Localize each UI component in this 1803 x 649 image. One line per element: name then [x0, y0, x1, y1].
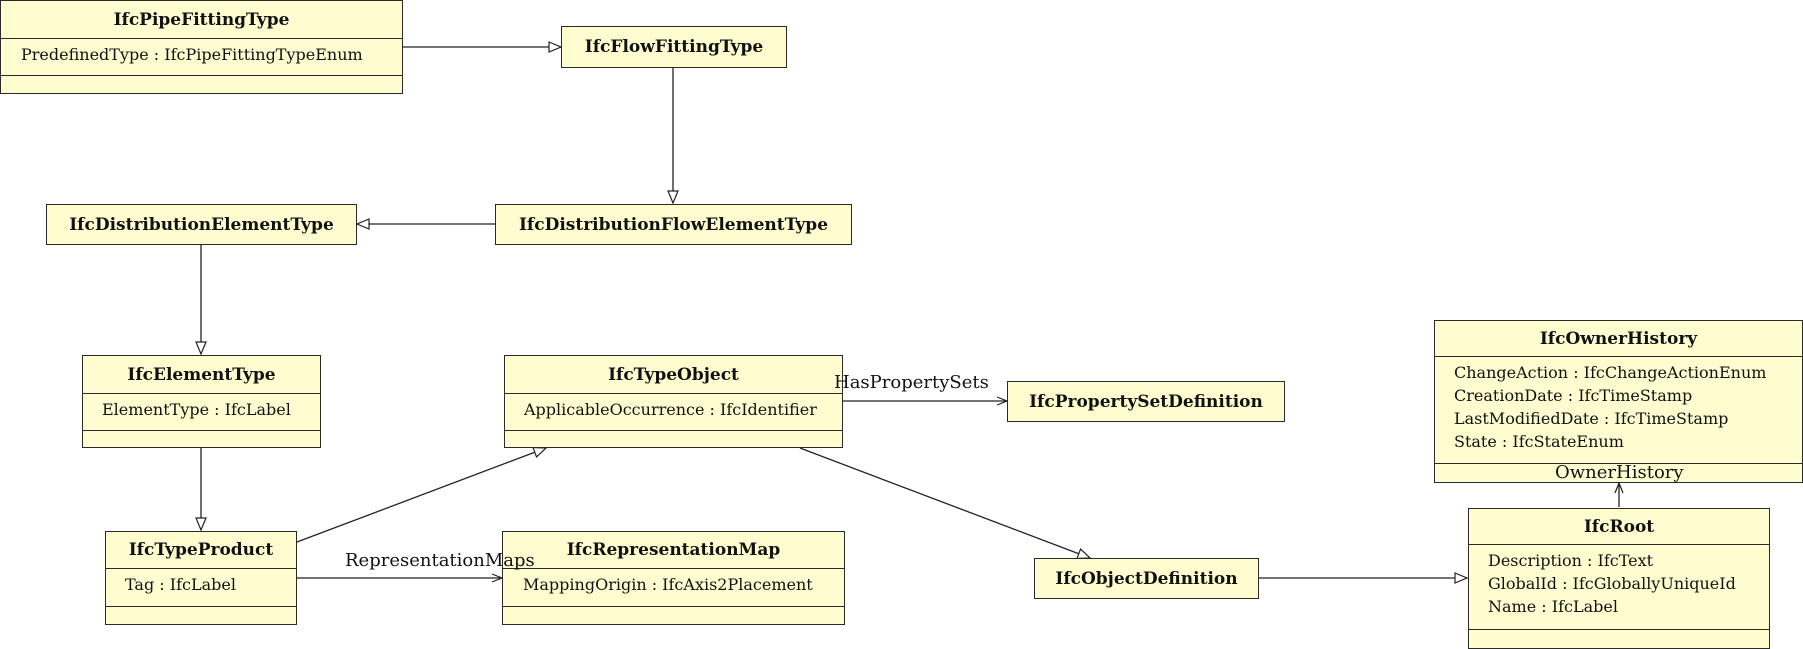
class-operations	[1, 75, 402, 94]
class-name: IfcElementType	[127, 364, 276, 385]
class-name: IfcTypeProduct	[128, 540, 274, 560]
label-representation-maps: RepresentationMaps	[345, 550, 535, 571]
class-attributes: Tag : IfcLabel	[106, 568, 296, 606]
class-name: IfcPropertySetDefinition	[1029, 391, 1263, 412]
class-ifc-root: IfcRoot Description : IfcText GlobalId :…	[1468, 508, 1770, 649]
gen-typeobject-to-objectdefinition	[799, 447, 1090, 558]
class-ifc-element-type: IfcElementType ElementType : IfcLabel	[82, 355, 321, 448]
attribute: ElementType : IfcLabel	[102, 400, 291, 419]
attribute: PredefinedType : IfcPipeFittingTypeEnum	[21, 45, 363, 64]
class-ifc-type-product: IfcTypeProduct Tag : IfcLabel	[105, 531, 297, 625]
class-ifc-flow-fitting-type: IfcFlowFittingType	[561, 26, 787, 68]
class-ifc-representation-map: IfcRepresentationMap MappingOrigin : Ifc…	[502, 531, 845, 625]
gen-typeproduct-to-typeobject	[296, 448, 546, 543]
class-attributes: PredefinedType : IfcPipeFittingTypeEnum	[1, 38, 402, 75]
label-has-property-sets: HasPropertySets	[834, 372, 989, 393]
class-name: IfcTypeObject	[608, 364, 739, 385]
attribute: ChangeAction : IfcChangeActionEnum	[1454, 363, 1767, 382]
attribute: GlobalId : IfcGloballyUniqueId	[1488, 574, 1736, 593]
class-operations	[83, 430, 320, 448]
class-attributes: Description : IfcText GlobalId : IfcGlob…	[1469, 544, 1769, 629]
class-ifc-distribution-flow-element-type: IfcDistributionFlowElementType	[495, 204, 852, 245]
class-name: IfcPipeFittingType	[113, 9, 290, 30]
attribute: Tag : IfcLabel	[125, 575, 236, 594]
attribute: CreationDate : IfcTimeStamp	[1454, 386, 1693, 405]
attribute: MappingOrigin : IfcAxis2Placement	[523, 575, 813, 594]
class-name: IfcDistributionElementType	[69, 214, 334, 235]
class-operations	[505, 430, 842, 448]
label-owner-history: OwnerHistory	[1555, 462, 1684, 483]
attribute: LastModifiedDate : IfcTimeStamp	[1454, 409, 1729, 428]
class-operations	[1435, 463, 1802, 482]
class-name: IfcOwnerHistory	[1539, 328, 1698, 349]
class-attributes: ChangeAction : IfcChangeActionEnum Creat…	[1435, 356, 1802, 463]
class-operations	[1469, 629, 1769, 648]
class-name: IfcRoot	[1583, 516, 1655, 537]
class-ifc-owner-history: IfcOwnerHistory ChangeAction : IfcChange…	[1434, 320, 1803, 483]
class-attributes: ElementType : IfcLabel	[83, 393, 320, 430]
class-ifc-distribution-element-type: IfcDistributionElementType	[46, 204, 357, 245]
class-ifc-type-object: IfcTypeObject ApplicableOccurrence : Ifc…	[504, 355, 843, 448]
class-operations	[503, 606, 844, 625]
class-ifc-pipe-fitting-type: IfcPipeFittingType PredefinedType : IfcP…	[0, 0, 403, 94]
class-ifc-property-set-definition: IfcPropertySetDefinition	[1007, 381, 1285, 422]
class-ifc-object-definition: IfcObjectDefinition	[1034, 558, 1259, 599]
class-operations	[106, 606, 296, 625]
class-name: IfcObjectDefinition	[1055, 568, 1238, 589]
class-name: IfcFlowFittingType	[584, 37, 764, 57]
class-attributes: MappingOrigin : IfcAxis2Placement	[503, 568, 844, 606]
attribute: Description : IfcText	[1488, 551, 1654, 570]
attribute: State : IfcStateEnum	[1454, 432, 1624, 451]
attribute: Name : IfcLabel	[1488, 597, 1618, 616]
class-name: IfcRepresentationMap	[566, 540, 781, 560]
class-attributes: ApplicableOccurrence : IfcIdentifier	[505, 393, 842, 430]
class-name: IfcDistributionFlowElementType	[518, 214, 829, 235]
attribute: ApplicableOccurrence : IfcIdentifier	[524, 400, 817, 419]
